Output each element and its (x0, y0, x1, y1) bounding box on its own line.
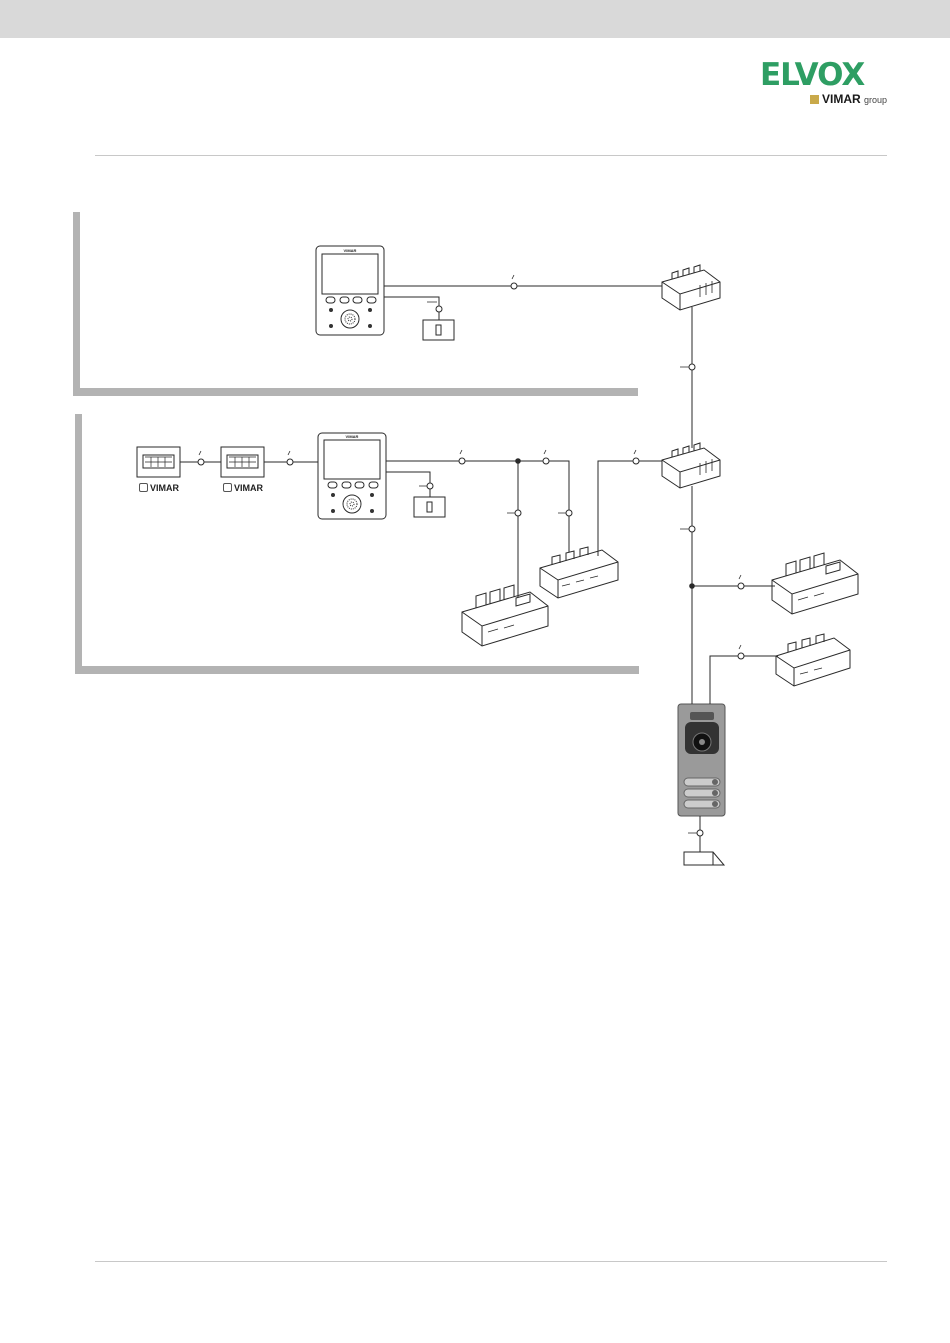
monitor-brand-label: VIMAR (344, 248, 357, 253)
keypad-label-text: VIMAR (234, 483, 263, 493)
power-supply-center (540, 547, 618, 598)
wire-ticks (199, 275, 741, 833)
door-button-upper (423, 320, 454, 340)
power-supply-right-upper (772, 553, 858, 614)
distributor-upper (662, 265, 720, 310)
distributor-middle (662, 443, 720, 488)
keypad-label-1: VIMAR (139, 483, 179, 493)
video-monitor-lower: VIMAR (318, 433, 386, 519)
keypad-module-1 (137, 447, 180, 477)
keypad-module-2 (221, 447, 264, 477)
keypad-label-text: VIMAR (150, 483, 179, 493)
entrance-panel (678, 704, 725, 816)
monitor-brand-label: VIMAR (346, 434, 359, 439)
vimar-logo-icon (223, 483, 232, 492)
keypad-label-2: VIMAR (223, 483, 263, 493)
video-monitor-upper: VIMAR (316, 246, 384, 335)
wire-markers (198, 283, 744, 836)
power-supply-right-lower (776, 634, 850, 686)
power-supply-left (462, 585, 548, 646)
door-button-lower (414, 497, 445, 517)
vimar-logo-icon (139, 483, 148, 492)
door-lock (684, 852, 724, 865)
